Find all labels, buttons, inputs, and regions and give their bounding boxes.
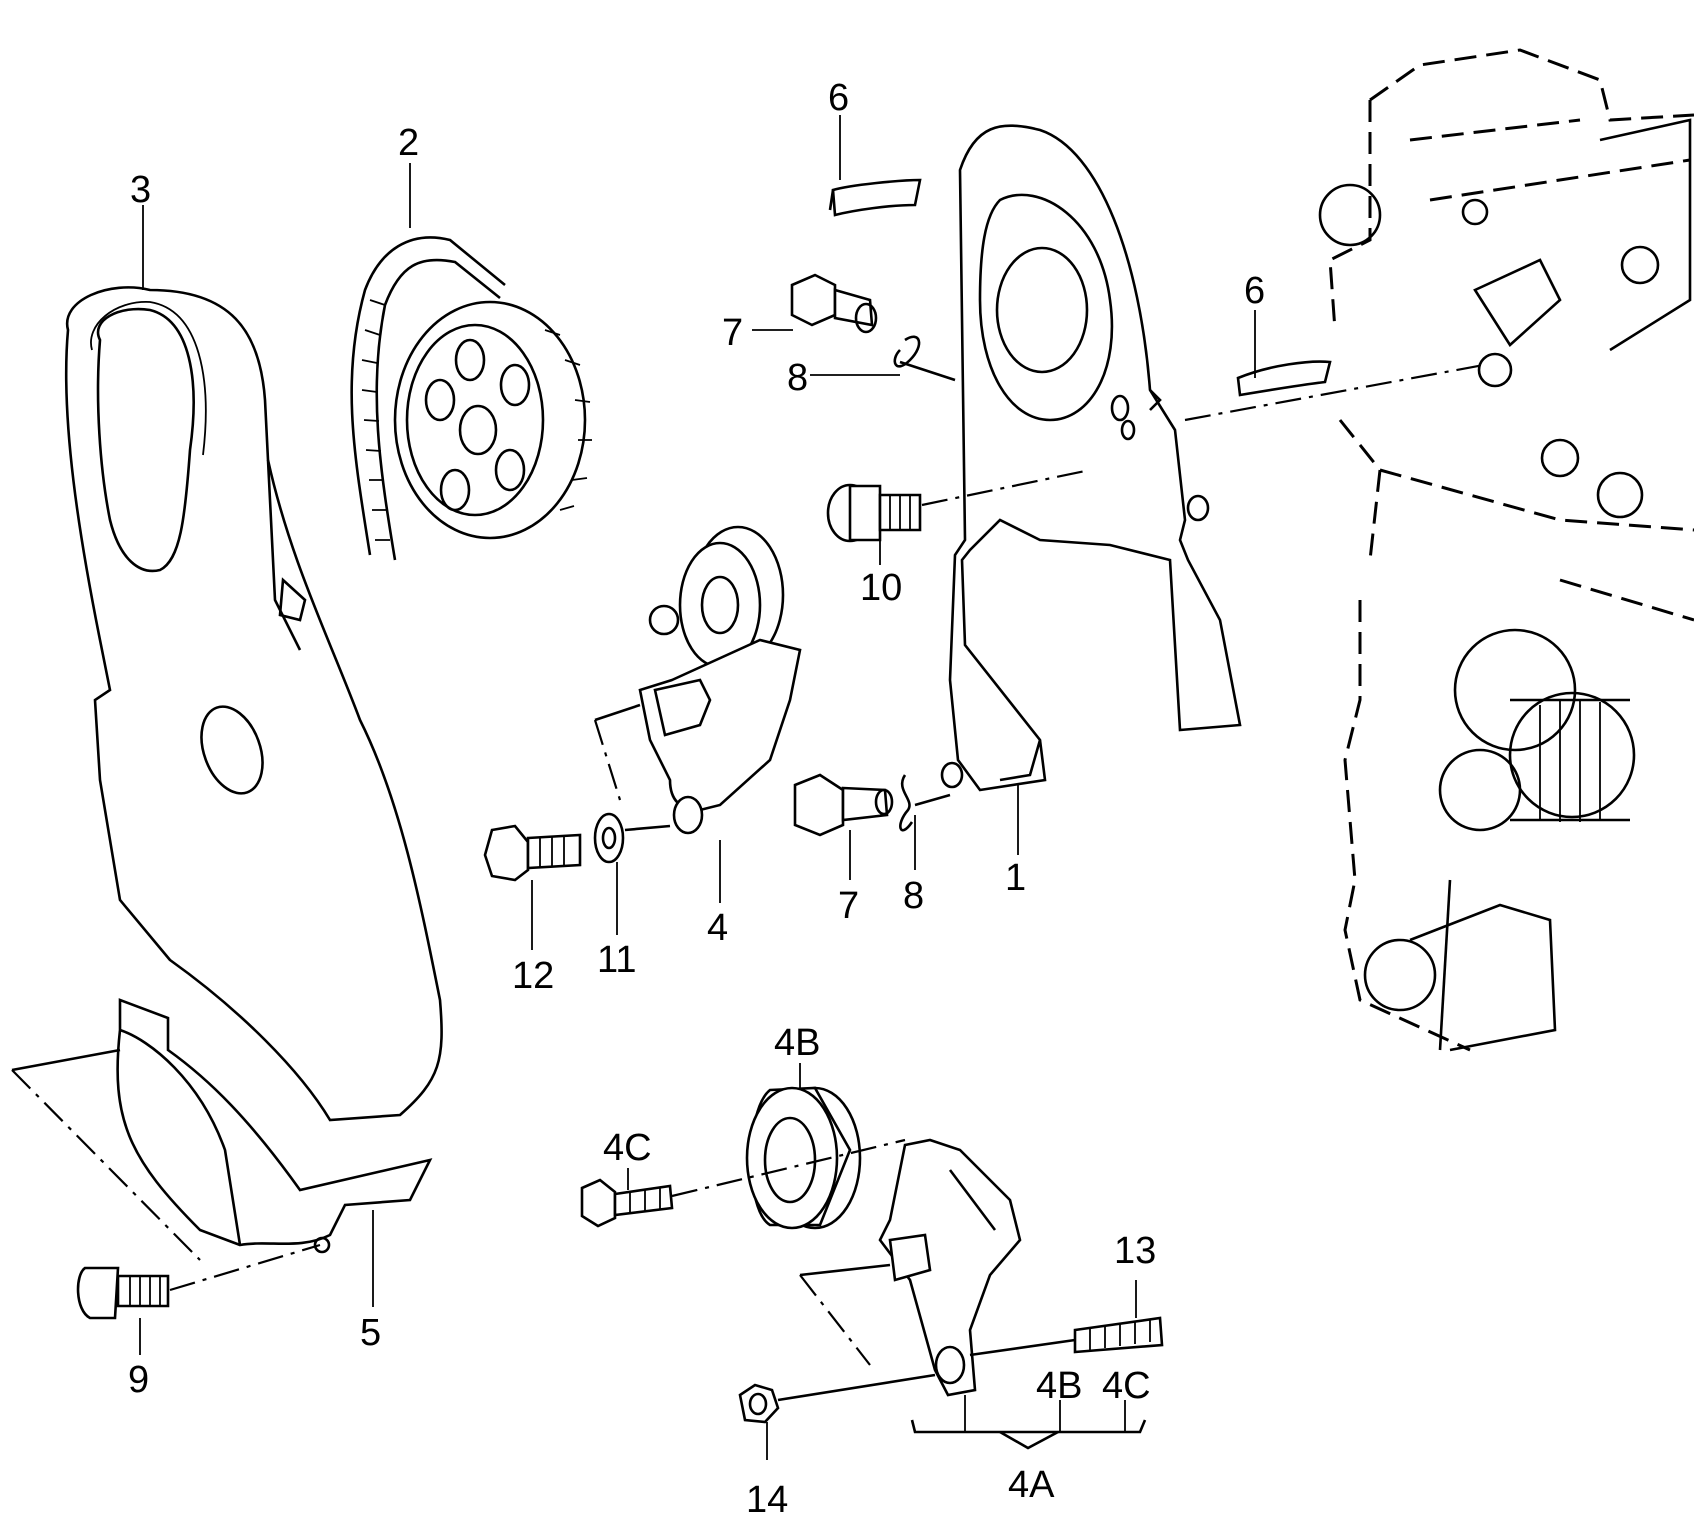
label-part-1: 1	[1005, 857, 1026, 899]
part-5-lower-belt-cover	[11, 998, 433, 1261]
part-6-clip-right	[1184, 360, 1501, 422]
label-part-2: 2	[398, 122, 419, 164]
part-10-bolt	[826, 419, 1136, 543]
part-3-upper-belt-cover	[64, 286, 443, 1122]
part-8-washer-bottom	[899, 774, 951, 832]
part-8-washer-top	[893, 335, 956, 382]
label-part-10: 10	[860, 567, 902, 609]
label-part-13: 13	[1114, 1230, 1156, 1272]
engine-block-reference	[1318, 48, 1694, 1052]
label-part-11: 11	[597, 939, 636, 981]
label-part-7-top: 7	[722, 312, 743, 354]
part-12-bolt	[483, 824, 582, 882]
part-7-bolt-bottom	[793, 773, 894, 837]
part-1-rear-cover-plate	[940, 124, 1242, 792]
label-part-9: 9	[128, 1359, 149, 1401]
part-14-nut	[738, 1373, 936, 1424]
label-part-6-top: 6	[828, 77, 849, 119]
label-part-14: 14	[746, 1479, 788, 1516]
label-part-7-bottom: 7	[838, 885, 859, 927]
label-part-8-top: 8	[787, 357, 808, 399]
label-part-4a: 4A	[1008, 1464, 1055, 1506]
label-part-6-right: 6	[1244, 270, 1265, 312]
label-part-4c-bracket: 4C	[1102, 1365, 1151, 1407]
part-7-bolt-top	[790, 273, 878, 334]
part-11-washer	[593, 812, 671, 864]
label-part-4c-left: 4C	[603, 1127, 652, 1169]
part-13-stud	[969, 1316, 1164, 1357]
part-4a-tensioner-bracket	[799, 1138, 1022, 1397]
label-part-12: 12	[512, 955, 554, 997]
label-part-4b-top: 4B	[774, 1022, 820, 1064]
label-part-4: 4	[707, 907, 728, 949]
label-part-8-bottom: 8	[903, 875, 924, 917]
part-9-bolt	[76, 1243, 321, 1320]
part-2-timing-belt-and-sprocket	[350, 236, 592, 561]
part-6-clip-top	[828, 178, 922, 217]
part-4c-bolt	[580, 1138, 906, 1228]
part-labels: 3 2 6 7 8 6 10 4 12 11 7 8 1 9 5 4B 4C 1…	[128, 77, 1265, 1516]
label-part-4b-bracket: 4B	[1036, 1365, 1082, 1407]
leader-lines	[139, 115, 1256, 1460]
label-part-5: 5	[360, 1312, 381, 1354]
part-4b-roller	[745, 1086, 862, 1230]
part-4-tensioner-assembly	[593, 525, 802, 835]
label-part-3: 3	[130, 169, 151, 211]
